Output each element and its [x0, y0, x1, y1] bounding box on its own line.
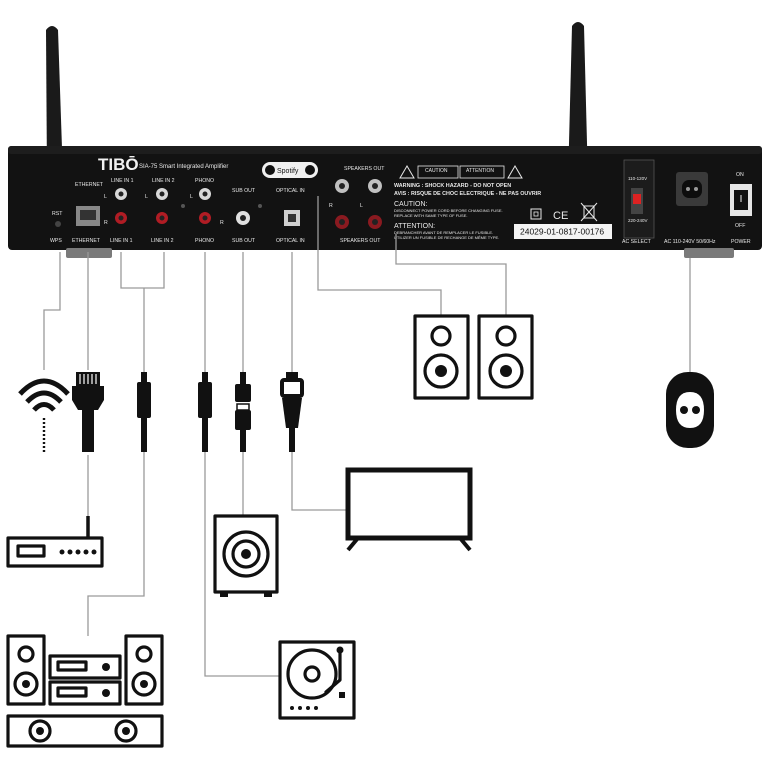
svg-text:L: L [360, 203, 363, 209]
attention-header: ATTENTION [466, 168, 494, 174]
wps-line [43, 252, 61, 370]
ac-240-label: 220-240V [628, 218, 648, 223]
turntable-icon [278, 640, 356, 720]
attention-title: ATTENTION: [394, 223, 435, 230]
caution-title: CAUTION: [394, 201, 428, 208]
optical-in-top-label: OPTICAL IN [276, 188, 305, 194]
svg-text:Spotify: Spotify [277, 168, 299, 175]
ac-input-label: AC 110-240V 50/60Hz [664, 239, 716, 245]
optical-in-label: OPTICAL IN [276, 238, 305, 244]
line-in-bracket [120, 252, 165, 289]
line-in-1-top-label: LINE IN 1 [111, 178, 134, 184]
svg-text:REPLACE WITH SAME TYPE OF FUSE: REPLACE WITH SAME TYPE OF FUSE. [394, 213, 468, 218]
optical-tv-line [291, 452, 348, 511]
spotify-badge: Spotify [262, 162, 318, 178]
rear-panel: TIBŌ SIA-75 Smart Integrated Amplifier S… [8, 146, 762, 258]
wps-button[interactable] [55, 221, 61, 227]
sub-out-top-label: SUB OUT [232, 188, 256, 194]
phono-label: PHONO [195, 238, 214, 244]
svg-text:L: L [145, 194, 148, 200]
speaker-right-line [395, 234, 507, 316]
foot-left [66, 248, 112, 258]
rst-label: RST [52, 211, 63, 217]
caution-header: CAUTION [425, 168, 448, 174]
on-label: ON [736, 172, 744, 178]
ac-120-label: 110-120V [628, 176, 647, 181]
phono-turntable-line [204, 452, 280, 677]
svg-text:UTILIZER UN FUSIBLE DE RECHANG: UTILIZER UN FUSIBLE DE RECHANGE DE MÊME … [394, 235, 499, 240]
line-in-1-label: LINE IN 1 [110, 238, 133, 244]
phono-top-label: PHONO [195, 178, 214, 184]
speaker-left-line [317, 196, 442, 316]
serial-sticker [514, 224, 612, 239]
ethernet-plug-icon [72, 372, 104, 452]
rca-plug-icon-phono [198, 372, 212, 452]
line-in-stereo-line [87, 452, 145, 636]
subwoofer-icon [213, 514, 279, 597]
warning-line1: WARNING : SHOCK HAZARD - DO NOT OPEN [394, 183, 511, 189]
rca-plug-icon-line-in [137, 372, 151, 452]
double-insulation-mark [530, 208, 542, 220]
line-in-2-label: LINE IN 2 [151, 238, 174, 244]
tv-icon [345, 467, 473, 552]
sub-out-label: SUB OUT [232, 238, 256, 244]
svg-text:R: R [104, 220, 108, 226]
svg-text:L: L [190, 194, 193, 200]
foot-right [684, 248, 734, 258]
wifi-icon [18, 378, 70, 452]
stereo-system-icon [6, 634, 164, 748]
speakers-out-label: SPEAKERS OUT [340, 238, 381, 244]
warning-block: CAUTION ATTENTION WARNING : SHOCK HAZARD… [394, 165, 541, 240]
brand-logo: TIBŌ [98, 155, 139, 174]
speaker-right-icon [477, 314, 534, 400]
svg-text:DEBRANCHER AVANT DE REMPLACER: DEBRANCHER AVANT DE REMPLACER LE FUSIBLE… [394, 230, 493, 235]
power-plug-icon [666, 372, 714, 448]
svg-text:DISCONNECT POWER CORD BEFORE C: DISCONNECT POWER CORD BEFORE CHANGING FU… [394, 208, 503, 213]
svg-text:R: R [329, 203, 333, 209]
off-label: OFF [735, 223, 745, 229]
model-label: SIA-75 Smart Integrated Amplifier [139, 164, 228, 170]
ethernet-top-label: ETHERNET [75, 182, 104, 188]
svg-text:R: R [220, 220, 224, 226]
router-icon [6, 516, 104, 568]
serial-number: 24029-01-0817-00176 [520, 227, 604, 237]
speakers-out-top-label: SPEAKERS OUT [344, 166, 385, 172]
svg-text:L: L [104, 194, 107, 200]
speaker-left-icon [413, 314, 470, 400]
ce-mark: CE [553, 210, 568, 222]
wps-label: WPS [50, 238, 62, 244]
rca-plug-icon-sub [235, 372, 251, 452]
warning-line2: AVIS : RISQUE DE CHOC ELECTRIQUE - NE PA… [394, 191, 541, 197]
optical-plug-icon [280, 372, 304, 452]
ac-select-label: AC SELECT [622, 239, 652, 245]
line-in-2-top-label: LINE IN 2 [152, 178, 175, 184]
speaker-terminals [335, 179, 382, 229]
ethernet-label: ETHERNET [72, 238, 101, 244]
power-label: POWER [731, 239, 751, 245]
connection-lines [43, 196, 691, 677]
weee-icon [580, 202, 598, 222]
